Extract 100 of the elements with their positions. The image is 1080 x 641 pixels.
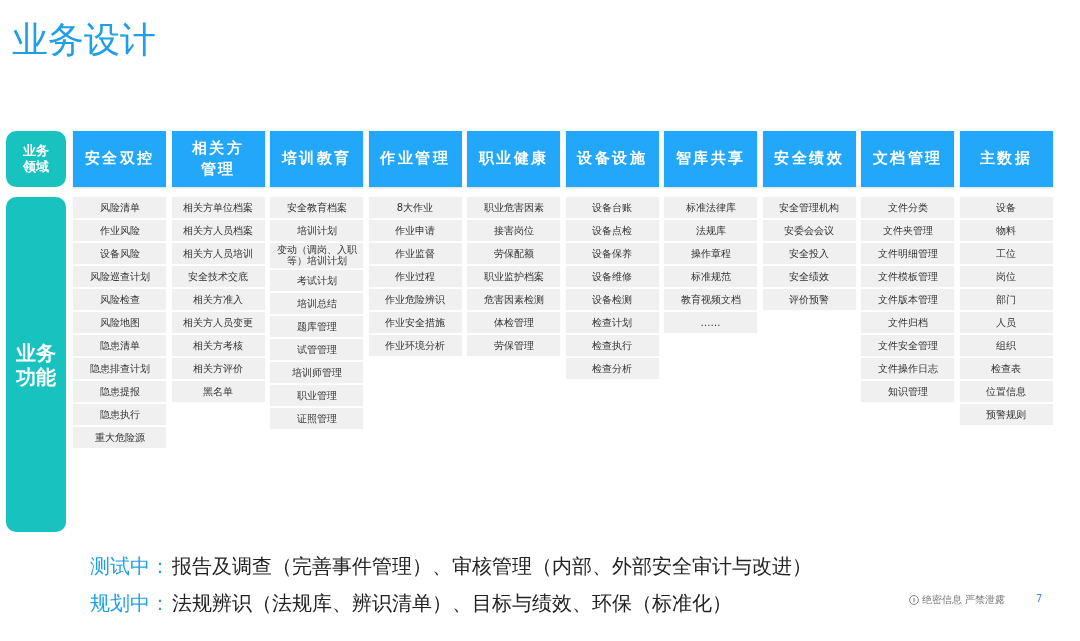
function-item: 隐患清单	[73, 335, 166, 355]
function-item: 变动（调岗、入职等）培训计划	[270, 243, 363, 267]
status-prefix: 规划中：	[90, 590, 170, 616]
function-item: 作业申请	[368, 220, 462, 240]
function-item: 作业风险	[73, 220, 166, 240]
function-item: 危害因素检测	[467, 289, 560, 309]
function-item: 风险清单	[73, 197, 166, 217]
function-item: 文件明细管理	[861, 243, 954, 263]
function-item: 作业过程	[368, 266, 462, 286]
domain-header: 安全绩效	[762, 131, 856, 187]
function-item: 相关方人员档案	[171, 220, 265, 240]
function-item: 风险检查	[73, 289, 166, 309]
page-number: 7	[1036, 592, 1043, 606]
function-item: 设备台账	[565, 197, 659, 217]
status-prefix: 测试中：	[90, 553, 170, 579]
function-item: 人员	[959, 312, 1053, 332]
function-item: ……	[664, 312, 757, 332]
function-item: 知识管理	[861, 381, 954, 401]
function-item: 作业环境分析	[368, 335, 462, 355]
domain-header: 智库共享	[664, 131, 757, 187]
function-item: 文件安全管理	[861, 335, 954, 355]
page-title: 业务设计	[12, 18, 156, 62]
domain-header: 安全双控	[73, 131, 166, 187]
function-item: 标准法律库	[664, 197, 757, 217]
domain-header: 设备设施	[565, 131, 659, 187]
function-item: 设备点检	[565, 220, 659, 240]
function-item: 职业管理	[270, 385, 363, 405]
function-item: 部门	[959, 289, 1053, 309]
function-item: 组织	[959, 335, 1053, 355]
function-item: 考试计划	[270, 270, 363, 290]
function-item: 安全技术交底	[171, 266, 265, 286]
function-item: 检查表	[959, 358, 1053, 378]
function-item: 试管管理	[270, 339, 363, 359]
function-item: 设备维修	[565, 266, 659, 286]
function-item: 相关方准入	[171, 289, 265, 309]
function-item: 岗位	[959, 266, 1053, 286]
domain-header: 作业管理	[368, 131, 462, 187]
function-item: 重大危险源	[73, 427, 166, 447]
function-item: 相关方人员变更	[171, 312, 265, 332]
function-item: 8大作业	[368, 197, 462, 217]
function-item: 物料	[959, 220, 1053, 240]
function-item: 检查执行	[565, 335, 659, 355]
function-item: 标准规范	[664, 266, 757, 286]
function-item: 教育视频文档	[664, 289, 757, 309]
function-item: 设备检测	[565, 289, 659, 309]
confidential-note: 绝密信息 严禁泄露	[922, 593, 1006, 607]
function-item: 设备风险	[73, 243, 166, 263]
function-item: 设备保养	[565, 243, 659, 263]
status-text: 报告及调查（完善事件管理）、审核管理（内部、外部安全审计与改进）	[172, 553, 812, 579]
function-item: 培训计划	[270, 220, 363, 240]
function-item: 安全绩效	[762, 266, 856, 286]
function-item: 安全教育档案	[270, 197, 363, 217]
function-item: 风险地图	[73, 312, 166, 332]
function-item: 相关方考核	[171, 335, 265, 355]
domain-header: 文档管理	[861, 131, 954, 187]
domain-header: 职业健康	[467, 131, 560, 187]
function-item: 接害岗位	[467, 220, 560, 240]
function-item: 劳保配额	[467, 243, 560, 263]
function-item: 隐患排查计划	[73, 358, 166, 378]
function-item: 隐患执行	[73, 404, 166, 424]
function-item: 预警规则	[959, 404, 1053, 424]
function-item: 培训总结	[270, 293, 363, 313]
function-item: 安全管理机构	[762, 197, 856, 217]
function-item: 相关方评价	[171, 358, 265, 378]
domain-header: 相关方管理	[171, 131, 265, 187]
function-item: 劳保管理	[467, 335, 560, 355]
function-item: 安全投入	[762, 243, 856, 263]
status-text: 法规辨识（法规库、辨识清单）、目标与绩效、环保（标准化）	[172, 590, 732, 616]
function-item: 相关方单位档案	[171, 197, 265, 217]
function-item: 作业安全措施	[368, 312, 462, 332]
function-item: 文件分类	[861, 197, 954, 217]
function-item: 法规库	[664, 220, 757, 240]
function-item: 操作章程	[664, 243, 757, 263]
function-item: 职业危害因素	[467, 197, 560, 217]
function-item: 安委会会议	[762, 220, 856, 240]
function-item: 题库管理	[270, 316, 363, 336]
function-item: 职业监护档案	[467, 266, 560, 286]
function-item: 检查计划	[565, 312, 659, 332]
function-item: 文件夹管理	[861, 220, 954, 240]
function-item: 文件归档	[861, 312, 954, 332]
category-band: 业务功能	[6, 197, 66, 532]
function-item: 隐患提报	[73, 381, 166, 401]
category-band: 业务领域	[6, 131, 66, 187]
function-item: 设备	[959, 197, 1053, 217]
function-item: 文件版本管理	[861, 289, 954, 309]
domain-header: 培训教育	[270, 131, 363, 187]
function-item: 证照管理	[270, 408, 363, 428]
function-item: 作业监督	[368, 243, 462, 263]
domain-header: 主数据	[959, 131, 1053, 187]
function-item: 文件操作日志	[861, 358, 954, 378]
function-item: 检查分析	[565, 358, 659, 378]
function-item: 文件模板管理	[861, 266, 954, 286]
function-item: 培训师管理	[270, 362, 363, 382]
function-item: 工位	[959, 243, 1053, 263]
function-item: 相关方人员培训	[171, 243, 265, 263]
function-item: 黑名单	[171, 381, 265, 401]
function-item: 位置信息	[959, 381, 1053, 401]
function-item: 体检管理	[467, 312, 560, 332]
function-item: 作业危险辨识	[368, 289, 462, 309]
function-item: 风险巡查计划	[73, 266, 166, 286]
